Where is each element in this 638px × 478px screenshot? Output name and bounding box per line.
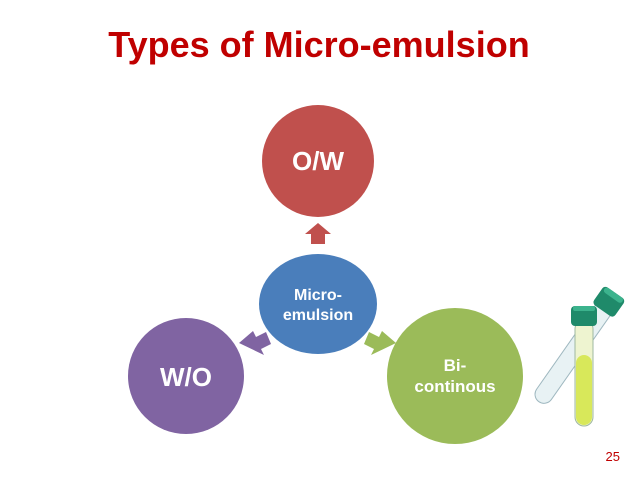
node-center-line1: Micro- bbox=[294, 287, 342, 304]
arrow-right-icon bbox=[364, 331, 396, 355]
node-wo-label: W/O bbox=[160, 362, 212, 392]
slide-title: Types of Micro-emulsion bbox=[108, 24, 530, 65]
node-wo-circle bbox=[128, 318, 244, 434]
page-number: 25 bbox=[605, 449, 620, 464]
arrow-left-icon bbox=[239, 331, 271, 355]
node-wo[interactable]: W/O bbox=[128, 318, 244, 434]
node-ow-circle bbox=[262, 105, 374, 217]
node-bicontinous-circle bbox=[387, 308, 523, 444]
node-center-line2: emulsion bbox=[283, 307, 353, 324]
node-bicontinous-line1: Bi- bbox=[444, 356, 467, 375]
node-ow[interactable]: O/W bbox=[262, 105, 374, 217]
node-bicontinous-line2: continous bbox=[414, 377, 495, 396]
test-tubes-icon bbox=[534, 286, 625, 427]
arrow-up-icon bbox=[305, 223, 331, 244]
node-center-circle bbox=[259, 254, 377, 354]
node-center[interactable]: Micro- emulsion bbox=[259, 254, 377, 354]
node-ow-label: O/W bbox=[292, 146, 344, 176]
node-bicontinous[interactable]: Bi- continous bbox=[387, 308, 523, 444]
